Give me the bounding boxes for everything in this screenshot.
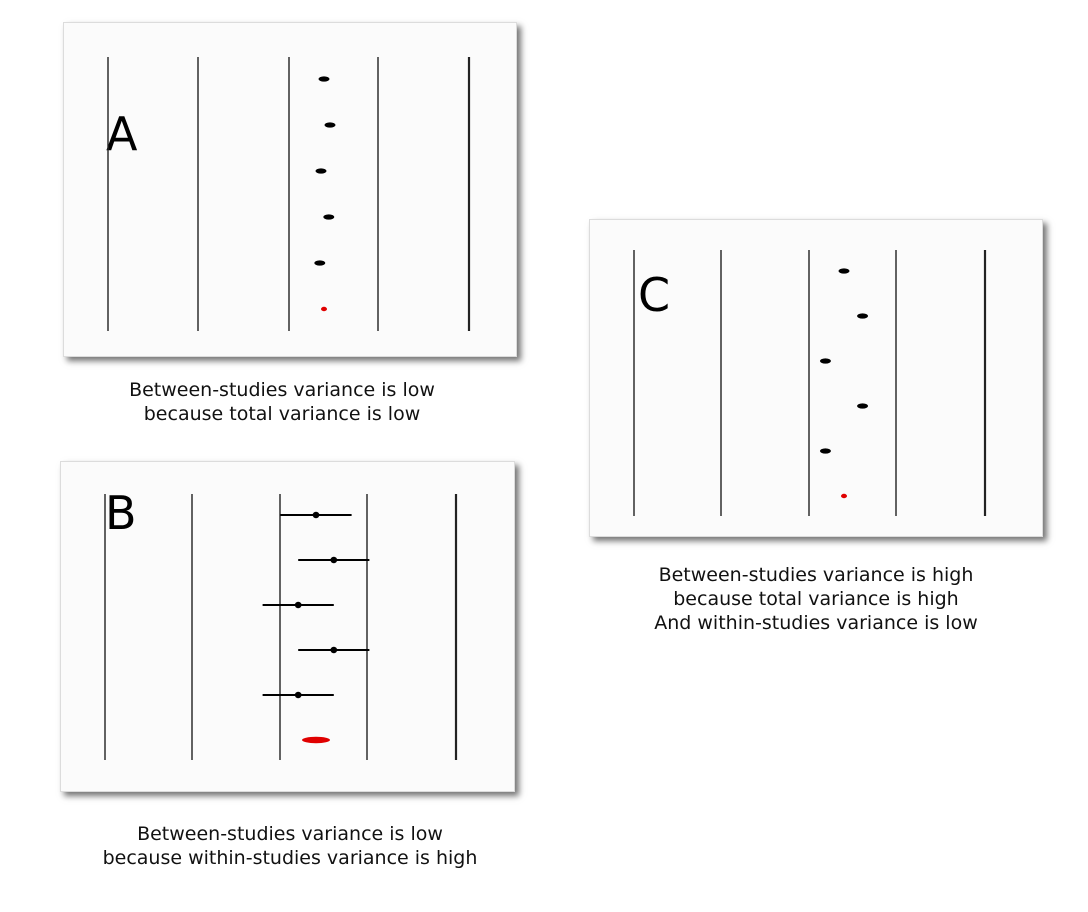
study-point xyxy=(324,122,336,128)
panel-c: C xyxy=(589,219,1043,537)
panel-b: B xyxy=(60,461,515,792)
study-point xyxy=(294,691,302,699)
pooled-estimate xyxy=(841,493,847,499)
caption-b-line-1: Between-studies variance is low xyxy=(137,823,443,845)
pooled-estimate xyxy=(302,736,330,744)
study-point xyxy=(819,448,831,454)
study-point xyxy=(838,268,850,274)
study-point xyxy=(314,260,326,266)
study-point xyxy=(294,601,302,609)
caption-c-line-1: Between-studies variance is high xyxy=(658,564,974,586)
study-point xyxy=(323,214,335,220)
panel-a: A xyxy=(63,22,517,357)
caption-c-line-3: And within-studies variance is low xyxy=(654,612,978,634)
caption-c: Between-studies variance is high because… xyxy=(606,563,1026,635)
caption-b: Between-studies variance is low because … xyxy=(60,822,520,870)
caption-c-line-2: because total variance is high xyxy=(673,588,959,610)
study-point xyxy=(315,168,327,174)
study-point xyxy=(312,511,320,519)
study-point xyxy=(318,76,330,82)
panel-b-letter: B xyxy=(105,486,137,540)
panel-a-letter: A xyxy=(106,107,138,161)
study-point xyxy=(819,358,831,364)
forest-plot-a xyxy=(107,57,471,331)
caption-a-line-1: Between-studies variance is low xyxy=(129,379,435,401)
caption-b-line-2: because within-studies variance is high xyxy=(102,847,478,869)
caption-a: Between-studies variance is low because … xyxy=(82,378,482,426)
study-point xyxy=(330,556,338,564)
forest-plot-b xyxy=(104,494,458,760)
caption-a-line-2: because total variance is low xyxy=(143,403,421,425)
study-point xyxy=(330,646,338,654)
forest-plot-c xyxy=(633,250,987,516)
study-point xyxy=(857,313,869,319)
panel-c-letter: C xyxy=(638,268,671,322)
pooled-estimate xyxy=(321,306,327,312)
study-point xyxy=(857,403,869,409)
